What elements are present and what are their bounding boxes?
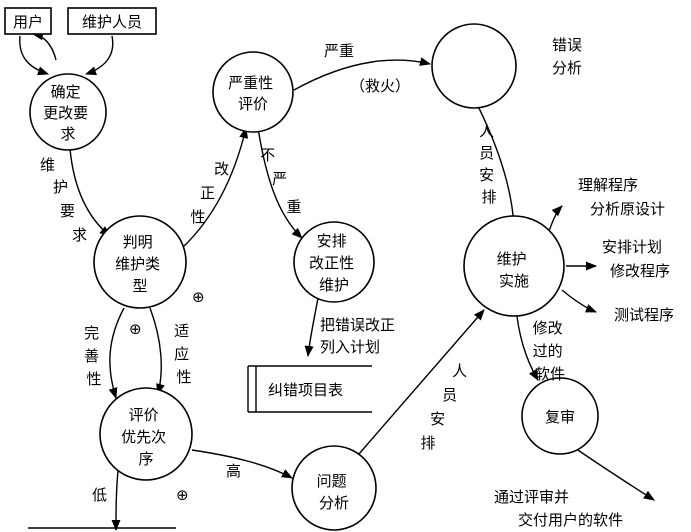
edges	[19, 31, 655, 532]
node-confirm-request: 确定 更改要 求	[29, 73, 107, 151]
label-staff-arrange-2: 人 员 安 排	[420, 362, 471, 452]
edge-maintainer-to-confirm	[84, 35, 114, 76]
label-not-serious: 不 严 重	[260, 146, 301, 216]
node-error-analysis	[431, 23, 517, 109]
label-plus-mid: ⊕	[129, 320, 142, 338]
node-user: 用户	[4, 7, 52, 35]
label-understand-program: 理解程序 分析原设计	[578, 176, 665, 218]
edge-evaluate-to-problem	[191, 449, 293, 479]
label-error-analysis: 错误 分析	[552, 36, 587, 77]
label-add-to-plan: 把错误改正 列入计划	[320, 316, 400, 356]
node-judge-text: 判明 维护类 型	[115, 233, 165, 295]
edge-user-to-confirm	[19, 35, 50, 76]
edge-judge-to-evaluate-perfective	[108, 307, 125, 400]
edge-review-to-delivered	[571, 445, 655, 501]
edge-arrange-to-table	[304, 297, 319, 358]
node-severity-text: 严重性 评价	[228, 74, 278, 113]
label-plus-eval: ⊕	[176, 486, 189, 504]
label-fire: （救火）	[350, 77, 410, 95]
node-arrange-corrective: 安排 改正性 维护	[293, 221, 375, 303]
node-review-text: 复审	[545, 408, 575, 426]
node-arrange-text: 安排 改正性 维护	[309, 232, 359, 294]
edge-judge-to-evaluate-adaptive	[149, 307, 165, 396]
node-severity-eval: 严重性 评价	[212, 51, 294, 133]
node-maintainer-text: 维护人员	[82, 13, 142, 31]
edge-errorcircle-to-implement	[475, 101, 518, 228]
node-user-text: 用户	[13, 13, 43, 31]
label-serious: 严重	[324, 42, 354, 60]
edge-problem-to-implement	[351, 309, 485, 463]
edge-implement-to-test	[561, 289, 598, 313]
node-judge-type: 判明 维护类 型	[93, 215, 187, 309]
node-problem-analysis: 问题 分析	[291, 445, 377, 531]
label-maintenance-request: 维 护 要 求	[40, 156, 87, 244]
edge-severity-to-arrange	[257, 127, 303, 239]
label-test-program: 测试程序	[614, 306, 674, 324]
node-confirm-text: 确定 更改要 求	[43, 83, 93, 143]
node-implement: 维护 实施	[463, 215, 565, 317]
label-low: 低	[92, 486, 107, 504]
node-problem-text: 问题 分析	[317, 472, 352, 512]
node-review: 复审	[521, 377, 599, 455]
node-evaluate-priority: 评价 优先次 序	[99, 387, 193, 481]
edge-severity-to-errorcircle	[293, 57, 432, 91]
edge-confirm-to-judge	[69, 148, 111, 237]
label-high: 高	[226, 462, 241, 480]
label-staff-arrange-1: 人 员 安 排	[479, 122, 499, 206]
label-modified-software: 修改 过的 软件	[533, 319, 568, 383]
store-correction-table: 纠错项目表	[247, 365, 372, 413]
label-deliver-software: 通过评审并 交付用户的软件	[494, 488, 623, 529]
edge-confirm-to-user	[31, 31, 57, 61]
label-plus-judge: ⊕	[192, 288, 205, 306]
edge-evaluate-to-bottom	[111, 469, 121, 532]
store-correction-table-text: 纠错项目表	[268, 381, 343, 399]
label-plan-modify: 安排计划 修改程序	[602, 238, 670, 280]
label-corrective: 改 正 性	[190, 160, 233, 226]
label-adaptive: 适 应 性	[174, 322, 194, 386]
node-evaluate-text: 评价 优先次 序	[121, 406, 171, 468]
label-perfective: 完 善 性	[84, 324, 104, 388]
node-maintainer: 维护人员	[67, 7, 157, 35]
node-implement-text: 维护 实施	[497, 250, 532, 290]
edge-judge-to-severity	[181, 126, 249, 249]
